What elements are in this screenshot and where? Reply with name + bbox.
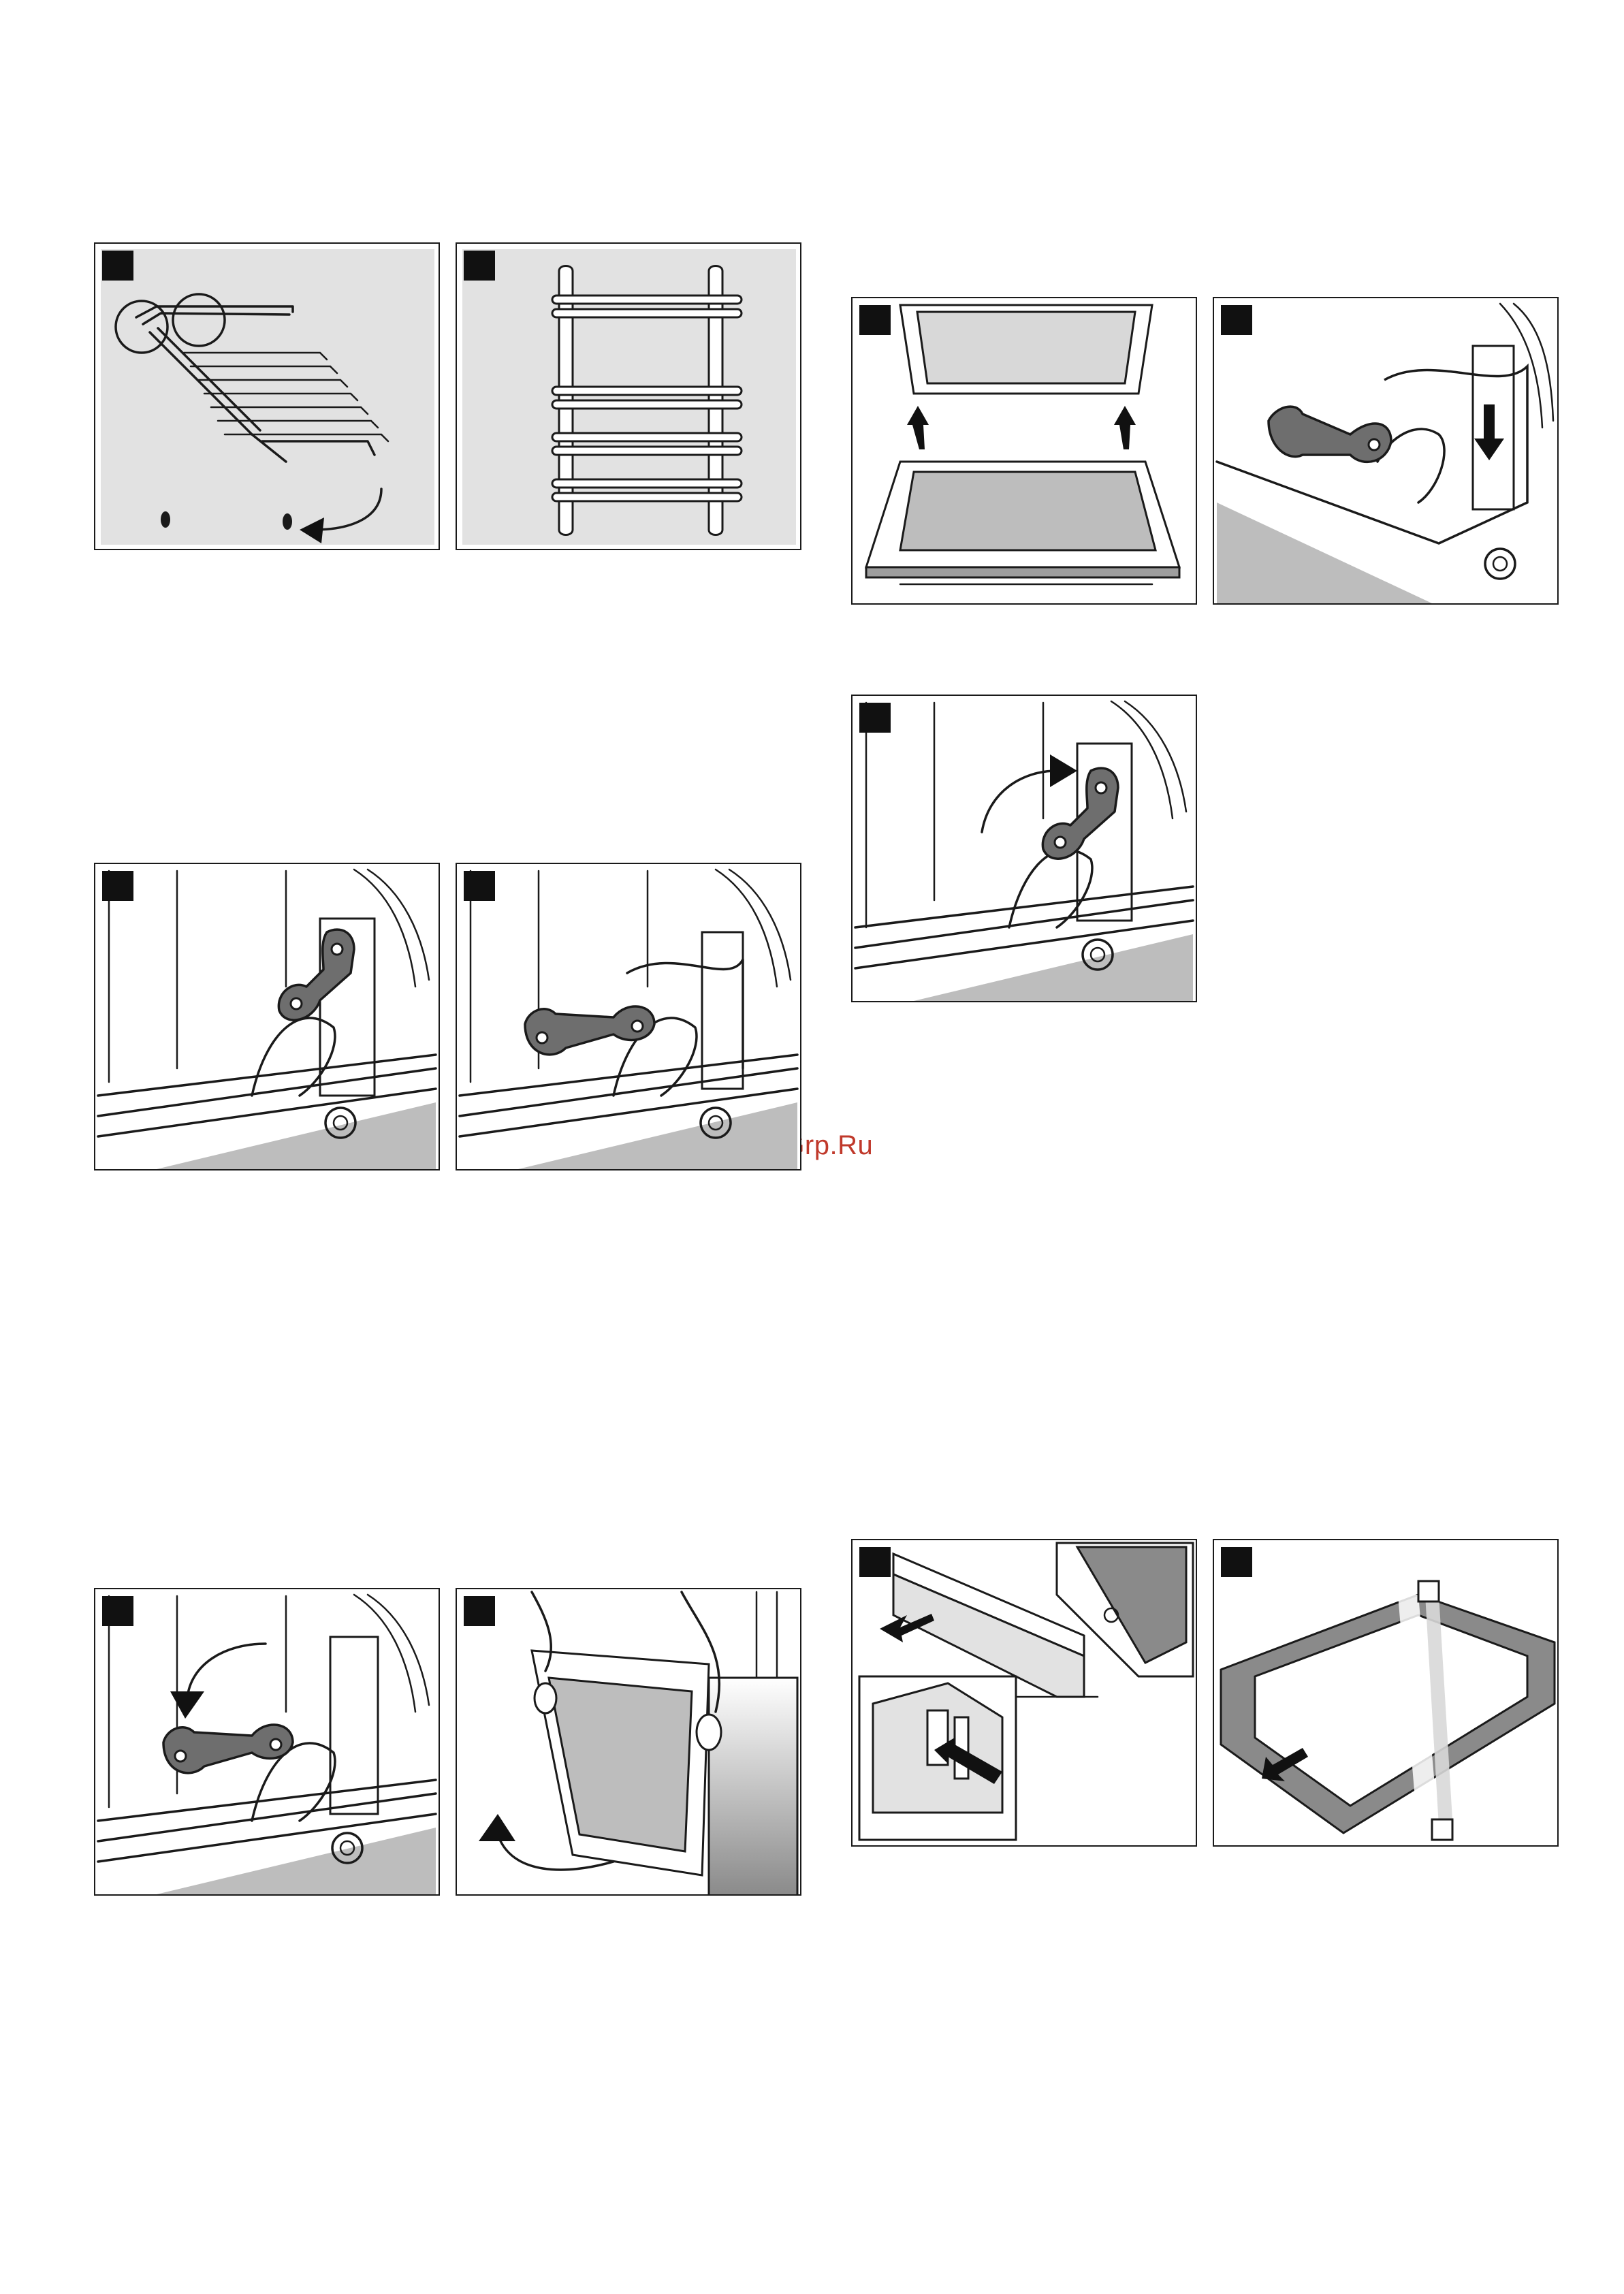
step-marker [464, 871, 495, 901]
step-marker [859, 1547, 891, 1577]
figure-rack-front-view [456, 242, 801, 550]
rack-icon [457, 244, 801, 550]
figure-door-cover-removal [851, 1539, 1197, 1847]
figure-hinge-lever-open [456, 863, 801, 1170]
figure-door-lift-off [851, 297, 1197, 605]
step-marker [102, 871, 133, 901]
door-icon [853, 298, 1197, 605]
hinge-icon [457, 864, 801, 1170]
hinge-icon [95, 1589, 440, 1896]
step-marker [102, 1596, 133, 1626]
figure-hinge-slot-push [1213, 297, 1559, 605]
step-marker [1221, 1547, 1252, 1577]
figure-hinge-lever-fold-down [94, 1588, 440, 1896]
step-marker [859, 305, 891, 335]
step-marker [102, 251, 133, 281]
figure-hinge-lever-closed [94, 863, 440, 1170]
step-marker [859, 703, 891, 733]
hinge-icon [95, 864, 440, 1170]
hinge-icon [1214, 298, 1559, 605]
step-marker [464, 251, 495, 281]
rack-hook-icon [95, 244, 440, 550]
figure-door-pane-removal [1213, 1539, 1559, 1847]
door-icon [457, 1589, 801, 1896]
step-marker [464, 1596, 495, 1626]
hinge-icon [853, 696, 1197, 1002]
glass-pane-icon [1214, 1540, 1559, 1847]
figure-door-removal-hands [456, 1588, 801, 1896]
door-cover-icon [853, 1540, 1197, 1847]
step-marker [1221, 305, 1252, 335]
figure-rack-removal [94, 242, 440, 550]
figure-hinge-lever-fold-up [851, 695, 1197, 1002]
